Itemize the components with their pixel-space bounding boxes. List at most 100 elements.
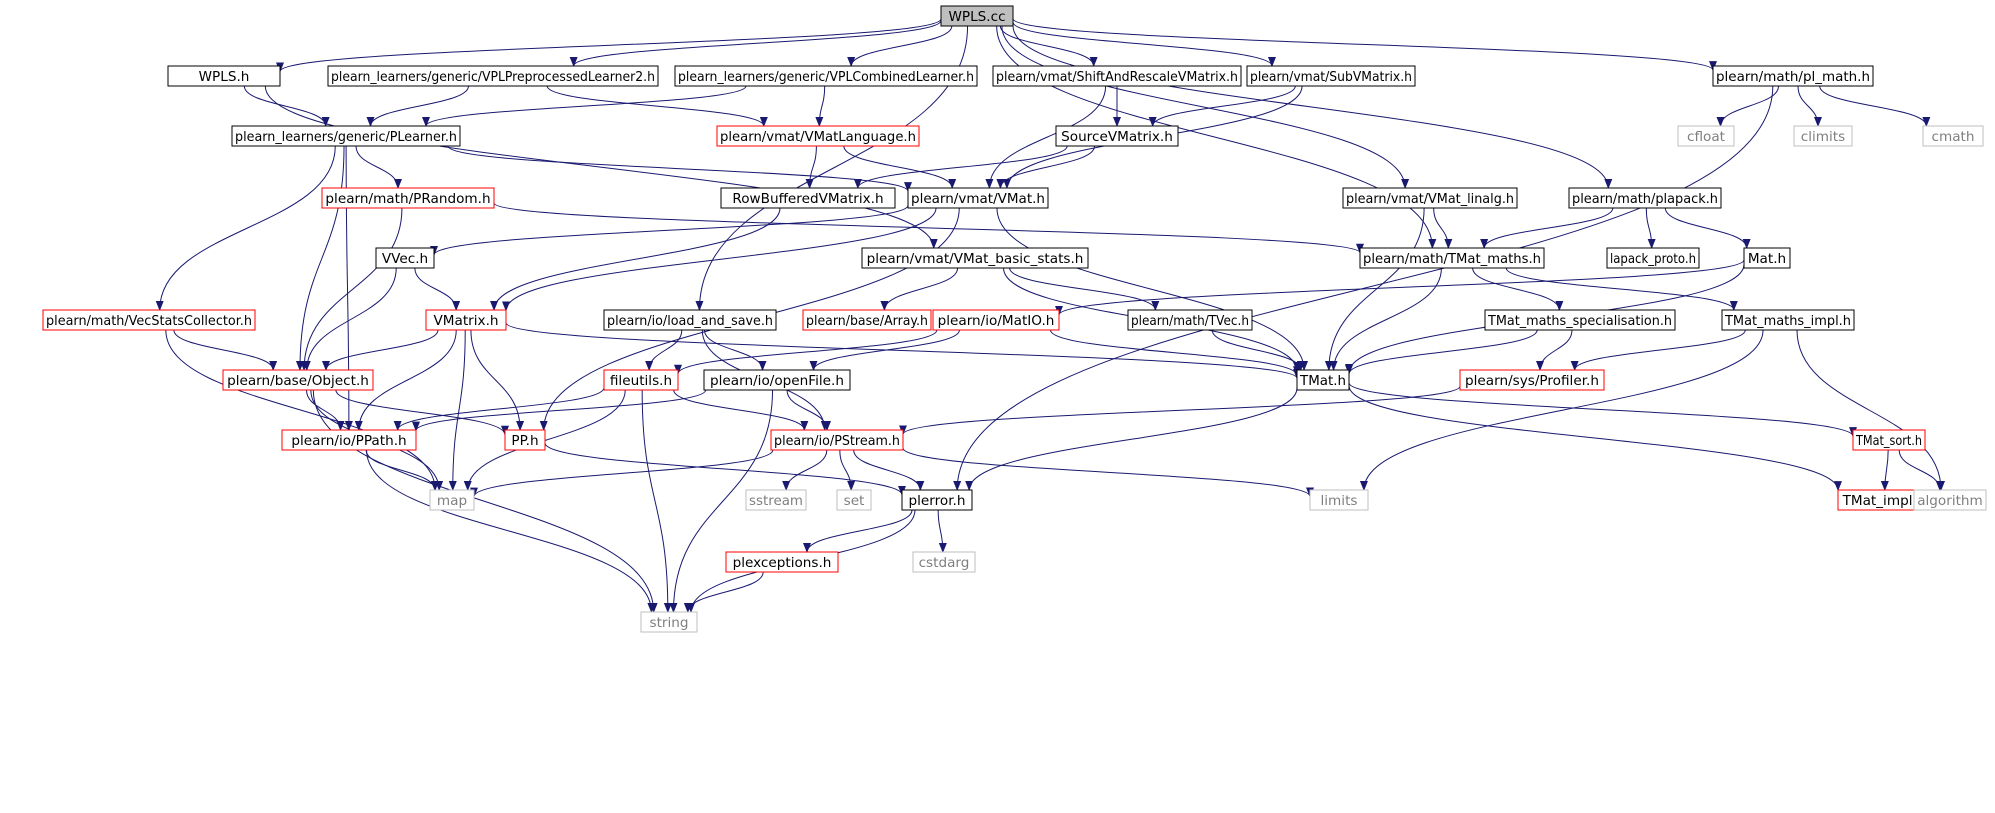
dependency-edge-pstream-to-plerror [853, 449, 925, 491]
graph-node-rowbuf[interactable]: RowBufferedVMatrix.h [720, 187, 896, 209]
graph-node-profiler[interactable]: plearn/sys/Profiler.h [1459, 369, 1605, 391]
dependency-edge-tmat_sort-to-algorithm [1898, 449, 1944, 491]
node-box [1721, 309, 1855, 331]
node-box [907, 187, 1049, 209]
dependency-edge-vmatrix-to-ppath [354, 329, 457, 431]
graph-node-vvec[interactable]: VVec.h [375, 247, 435, 269]
dependency-edge-wpls_h-to-plearner [243, 85, 330, 127]
node-label: cfloat [1687, 129, 1725, 145]
dependency-edge-plearner-to-object [295, 145, 345, 371]
dependency-edge-sourcevm-to-rowbuf [853, 145, 1068, 189]
graph-node-matio[interactable]: plearn/io/MatIO.h [932, 309, 1060, 331]
graph-node-vmat-linalg[interactable]: plearn/vmat/VMat_linalg.h [1342, 187, 1518, 209]
dependency-edge-tmat_sort-to-tmat_impl [1880, 449, 1889, 491]
graph-node-cmath: cmath [1922, 125, 1984, 147]
graph-node-plerror[interactable]: plerror.h [901, 489, 973, 511]
graph-node-plapack[interactable]: plearn/math/plapack.h [1568, 187, 1722, 209]
node-box [1606, 247, 1700, 269]
graph-node-vmatrix[interactable]: VMatrix.h [425, 309, 507, 331]
graph-node-plexceptions[interactable]: plexceptions.h [725, 551, 839, 573]
node-label: TMat_impl.h [1842, 493, 1926, 509]
node-box [932, 309, 1060, 331]
dependency-edge-wpls_cc-to-vplpre2 [569, 20, 942, 67]
graph-node-object[interactable]: plearn/base/Object.h [222, 369, 374, 391]
graph-node-vecstats[interactable]: plearn/math/VecStatsCollector.h [42, 309, 256, 331]
dependency-edge-wpls_cc-to-plapack [1012, 25, 1613, 189]
node-box [425, 309, 507, 331]
graph-node-shiftrescale[interactable]: plearn/vmat/ShiftAndRescaleVMatrix.h [992, 65, 1242, 87]
graph-node-tmm-spec[interactable]: TMat_maths_specialisation.h [1484, 309, 1676, 331]
graph-node-vmatlang[interactable]: plearn/vmat/VMatLanguage.h [716, 125, 920, 147]
graph-node-tmat-impl[interactable]: TMat_impl.h [1837, 489, 1931, 511]
dependency-edge-plexceptions-to-string [683, 571, 764, 613]
node-box [1568, 187, 1722, 209]
graph-node-pl-math[interactable]: plearn/math/pl_math.h [1712, 65, 1874, 87]
graph-node-lapack[interactable]: lapack_proto.h [1606, 247, 1700, 269]
node-box [1296, 369, 1350, 391]
node-box [231, 125, 461, 147]
node-box [703, 369, 851, 391]
node-label: VMatrix.h [433, 313, 498, 329]
graph-node-prandom[interactable]: plearn/math/PRandom.h [321, 187, 495, 209]
graph-node-vplpre2[interactable]: plearn_learners/generic/VPLPreprocessedL… [327, 65, 659, 87]
node-label: plearn_learners/generic/PLearner.h [235, 129, 457, 145]
dependency-edge-vmat_h-to-tmat_h [996, 207, 1309, 371]
graph-node-pp-h[interactable]: PP.h [504, 429, 546, 451]
node-box [1852, 429, 1926, 451]
node-box [1793, 125, 1853, 147]
graph-node-fileutils[interactable]: fileutils.h [603, 369, 679, 391]
dependency-edge-rowbuf-to-vmatrix [490, 207, 781, 311]
graph-node-plearner[interactable]: plearn_learners/generic/PLearner.h [231, 125, 461, 147]
graph-node-vmat-basic[interactable]: plearn/vmat/VMat_basic_stats.h [861, 247, 1089, 269]
graph-node-array[interactable]: plearn/base/Array.h [802, 309, 932, 331]
dependency-edge-vmat_linalg-to-tmat_maths [1433, 207, 1453, 249]
node-box [222, 369, 374, 391]
graph-node-tmat-sort[interactable]: TMat_sort.h [1852, 429, 1926, 451]
node-label: plearn/math/PRandom.h [325, 191, 490, 207]
dependency-edge-vmat_basic-to-tvec [1009, 267, 1160, 311]
graph-node-subvmatrix[interactable]: plearn/vmat/SubVMatrix.h [1246, 65, 1416, 87]
dependency-edge-plerror-to-cstdarg [937, 509, 947, 553]
node-box [720, 187, 896, 209]
node-label: TMat_maths_specialisation.h [1487, 313, 1672, 329]
dependency-edge-matio-to-tmat_h [1050, 329, 1301, 377]
dependency-edge-profiler-to-pstream [899, 385, 1461, 436]
node-label: plearn/base/Array.h [806, 313, 928, 329]
node-label: plearn_learners/generic/VPLPreprocessedL… [331, 69, 655, 85]
graph-node-pstream[interactable]: plearn/io/PStream.h [770, 429, 904, 451]
dependency-edge-tmm_impl-to-algorithm [1796, 329, 1945, 491]
graph-node-vmat-h[interactable]: plearn/vmat/VMat.h [907, 187, 1049, 209]
node-box [1677, 125, 1735, 147]
dependency-edge-object-to-pp_h [335, 389, 509, 436]
dependency-edge-wpls_h-to-vmat_basic [264, 85, 938, 249]
node-label: plearn/io/MatIO.h [938, 313, 1055, 329]
node-box [321, 187, 495, 209]
graph-node-sourcevm[interactable]: SourceVMatrix.h [1055, 125, 1179, 147]
dependency-edge-wpls_cc-to-vplcomb [847, 25, 953, 67]
dependency-edge-wpls_cc-to-shiftrescale [999, 25, 1098, 67]
graph-node-openfile[interactable]: plearn/io/openFile.h [703, 369, 851, 391]
graph-node-tvec[interactable]: plearn/math/TVec.h [1127, 309, 1253, 331]
graph-node-wpls-cc[interactable]: WPLS.cc [940, 5, 1014, 27]
node-box [327, 65, 659, 87]
graph-node-wpls-h[interactable]: WPLS.h [167, 65, 281, 87]
dependency-edge-prandom-to-object [300, 207, 403, 371]
graph-node-mat-h[interactable]: Mat.h [1743, 247, 1791, 269]
graph-node-tmat-maths[interactable]: plearn/math/TMat_maths.h [1359, 247, 1545, 269]
node-box [1309, 489, 1369, 511]
dependency-edge-vecstats-to-object [173, 329, 278, 371]
graph-node-loadsave[interactable]: plearn/io/load_and_save.h [603, 309, 777, 331]
node-box [42, 309, 256, 331]
node-box [1342, 187, 1518, 209]
dependency-edge-ppath-to-map [365, 449, 439, 491]
dependency-edge-pstream-to-sstream [782, 449, 828, 491]
node-label: RowBufferedVMatrix.h [732, 191, 883, 207]
graph-node-tmat-h[interactable]: TMat.h [1296, 369, 1350, 391]
node-label: PP.h [511, 433, 538, 449]
graph-node-ppath[interactable]: plearn/io/PPath.h [281, 429, 417, 451]
dependency-edge-vplcomb-to-vmatlang [815, 85, 826, 127]
graph-node-tmm-impl[interactable]: TMat_maths_impl.h [1721, 309, 1855, 331]
node-label: WPLS.h [199, 69, 250, 85]
graph-node-vplcomb[interactable]: plearn_learners/generic/VPLCombinedLearn… [674, 65, 978, 87]
node-box [603, 369, 679, 391]
